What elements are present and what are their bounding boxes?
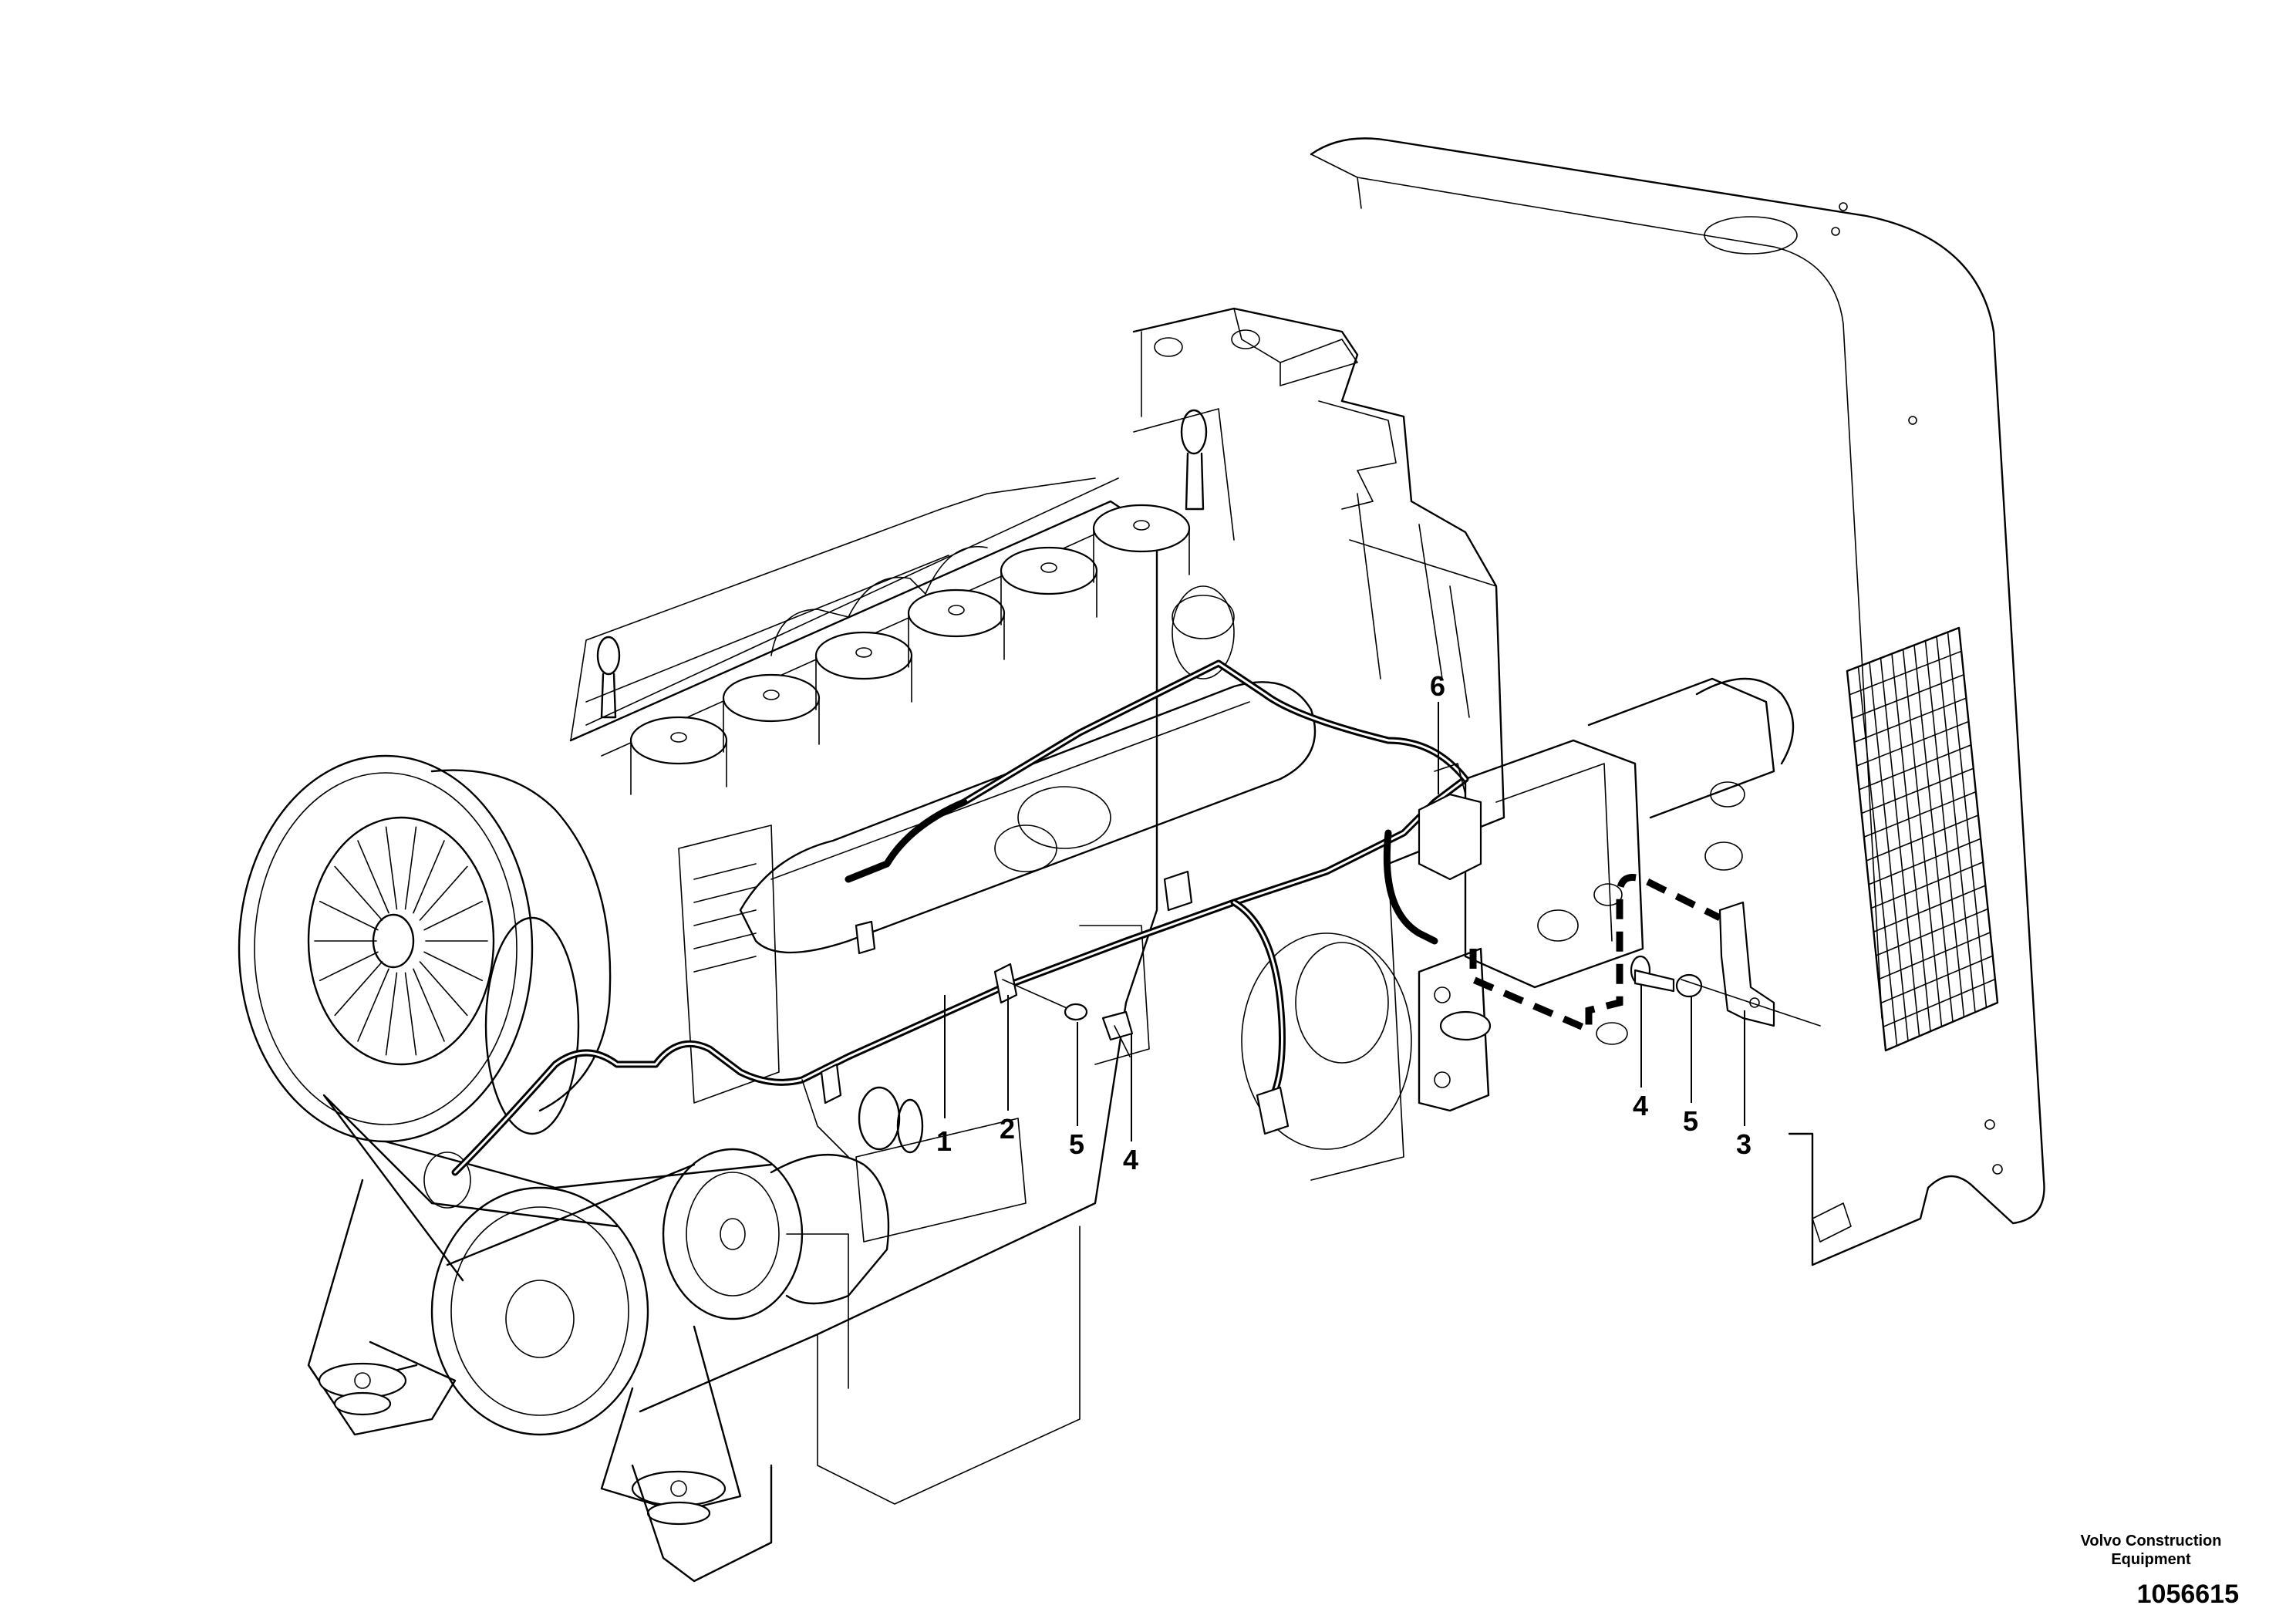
company-line-2: Equipment xyxy=(2111,1551,2191,1568)
cooling-fan-and-pulleys xyxy=(239,756,888,1435)
callout-4-left: 4 xyxy=(1123,1144,1138,1175)
callout-3: 3 xyxy=(1736,1128,1752,1160)
injection-lines xyxy=(571,478,1095,740)
document-number: 1056615 xyxy=(2136,1580,2239,1609)
company-name: Volvo Construction Equipment xyxy=(2051,1532,2251,1569)
callout-5-right: 5 xyxy=(1683,1105,1698,1137)
callouts: 1 2 5 4 6 4 5 3 xyxy=(936,670,1752,1175)
wiring-harness xyxy=(455,663,1481,1172)
fastener-parts xyxy=(1003,902,1820,1057)
callout-4-right: 4 xyxy=(1633,1090,1648,1121)
hood-grille xyxy=(1847,628,1998,1050)
hydraulic-pump xyxy=(1419,679,1793,1111)
engine-mounts xyxy=(308,1180,771,1581)
engine-rear-block xyxy=(1134,309,1504,1180)
callout-1: 1 xyxy=(936,1125,952,1157)
engine-block xyxy=(571,478,1315,1504)
engine-hood xyxy=(1311,138,2045,1265)
callout-5-left: 5 xyxy=(1069,1128,1084,1160)
lifting-eyes xyxy=(598,330,1259,717)
company-line-1: Volvo Construction xyxy=(2080,1533,2222,1549)
detail-outline-dashed xyxy=(1473,878,1720,1030)
callout-2: 2 xyxy=(1000,1113,1015,1145)
callout-6: 6 xyxy=(1430,670,1445,702)
